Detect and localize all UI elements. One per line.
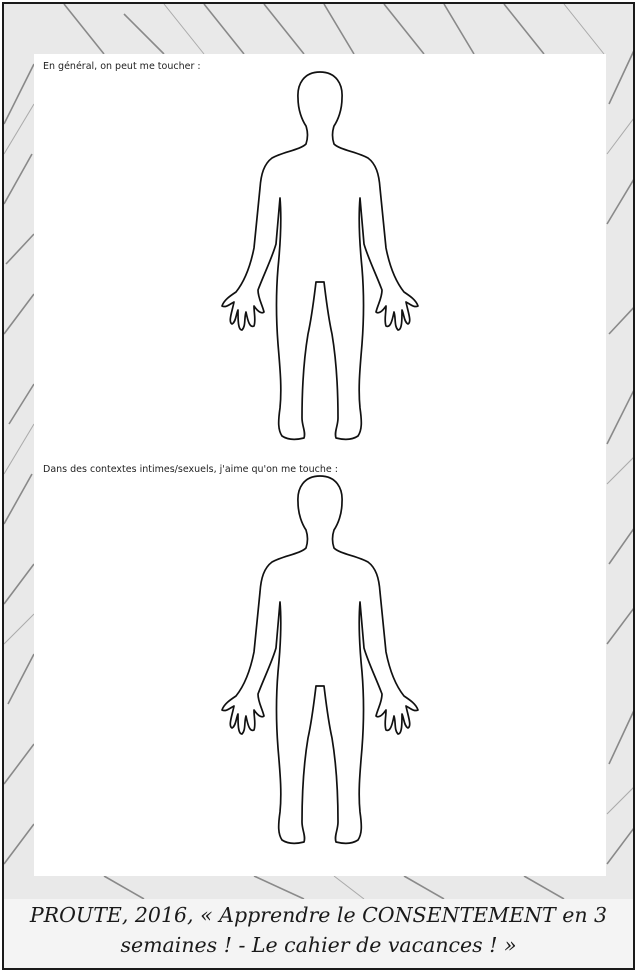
body-outline-figure-general: [220, 68, 420, 448]
section-label-general: En général, on peut me toucher :: [43, 61, 201, 72]
caption-line-2: semaines ! - Le cahier de vacances ! »: [4, 930, 633, 960]
worksheet-page: En général, on peut me toucher : Dans de…: [34, 54, 606, 876]
figure-caption: PROUTE, 2016, « Apprendre le CONSENTEMEN…: [4, 900, 633, 960]
caption-line-1: PROUTE, 2016, « Apprendre le CONSENTEMEN…: [4, 900, 633, 930]
body-outline-figure-intimate: [220, 472, 420, 852]
